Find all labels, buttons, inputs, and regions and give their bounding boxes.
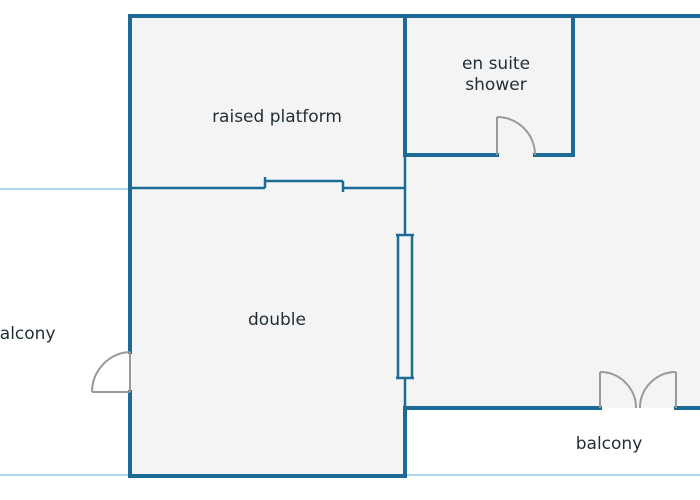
interior-walls xyxy=(130,155,407,408)
door-en-suite xyxy=(496,116,536,156)
label-en-suite: en suite xyxy=(462,54,530,74)
label-balcony-left: balcony xyxy=(0,324,56,344)
sliding-door-double xyxy=(396,233,414,380)
door-balcony-bottom xyxy=(599,371,677,409)
label-double: double xyxy=(248,310,306,330)
walls xyxy=(128,14,700,478)
floor-double xyxy=(130,188,405,476)
label-shower: shower xyxy=(465,75,526,95)
label-balcony-bottom: balcony xyxy=(576,434,643,454)
label-raised-platform: raised platform xyxy=(212,107,342,127)
sliding-door-platform xyxy=(263,177,345,192)
door-balcony-left xyxy=(90,351,131,393)
